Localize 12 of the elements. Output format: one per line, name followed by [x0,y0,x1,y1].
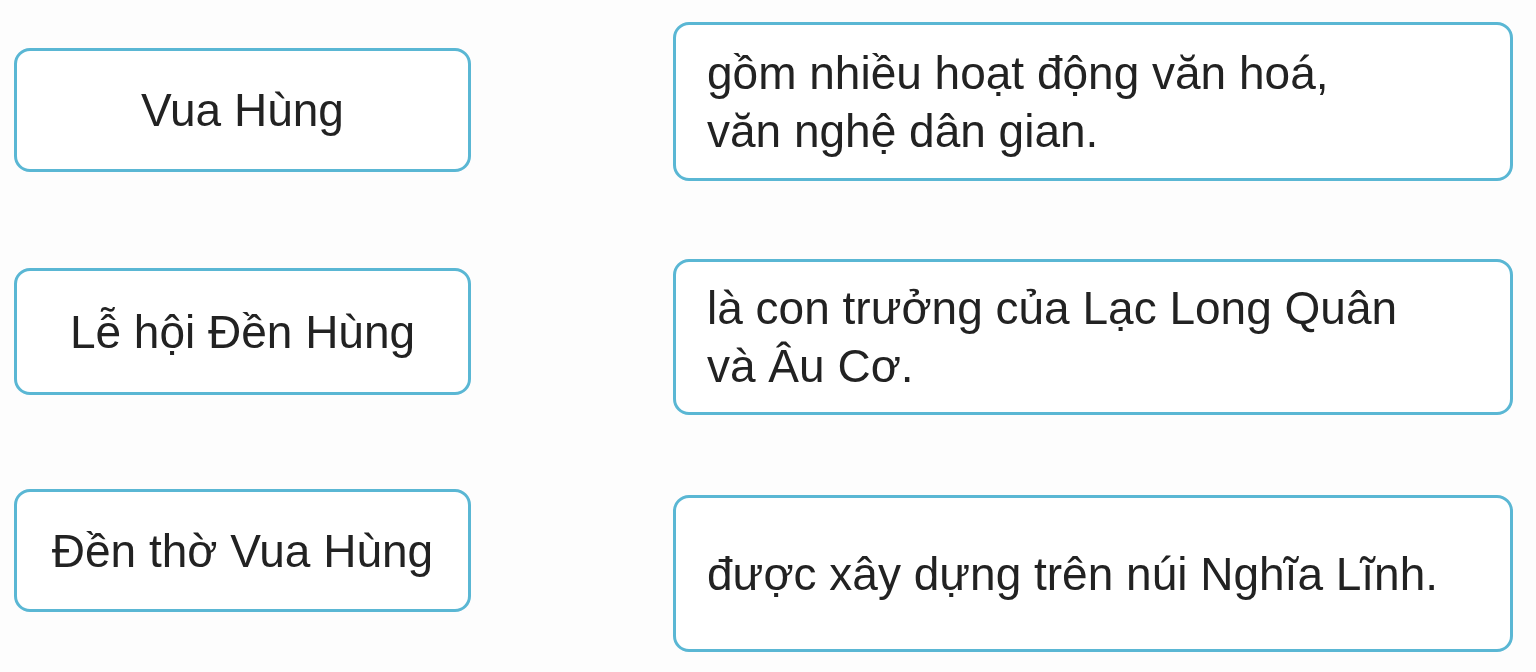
description-card [673,259,1513,415]
term-card [14,489,471,612]
description-text: được xây dựng trên núi Nghĩa Lĩnh. [707,546,1439,602]
term-card [14,48,471,172]
description-card [673,22,1513,181]
term-card [14,268,471,395]
term-text: Đền thờ Vua Hùng [51,523,434,579]
description-card [673,495,1513,652]
term-text: Vua Hùng [141,83,344,138]
description-text: là con trưởng của Lạc Long Quân và Âu Cơ. [707,281,1399,394]
description-text: gồm nhiều hoạt động văn hoá, văn nghệ dân gian. [707,45,1330,159]
term-text: Lễ hội Đền Hùng [69,304,416,360]
